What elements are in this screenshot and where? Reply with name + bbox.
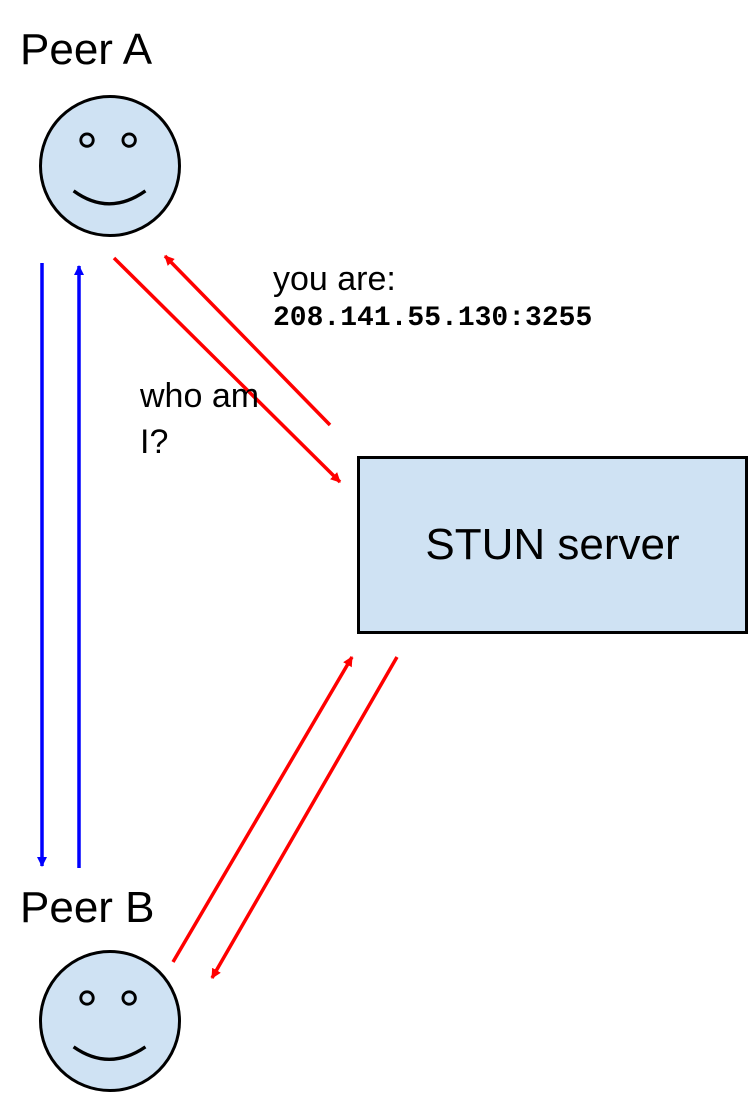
server-response-to-peer-b-arrow (210, 656, 399, 979)
peer-a-request-arrow (112, 256, 342, 484)
peer-b-request-arrow (171, 656, 354, 963)
response-message-label: you are: (273, 260, 396, 298)
public-address-value: 208.141.55.130:3255 (273, 303, 593, 334)
stun-server-box: STUN server (357, 456, 748, 634)
stun-server-label: STUN server (425, 520, 680, 569)
peer-b-smiley-face-icon (39, 950, 181, 1092)
server-response-to-peer-a-arrow (163, 254, 332, 427)
peer-a-label: Peer A (20, 25, 153, 74)
peer-a-smiley-face-icon (39, 95, 181, 237)
request-message-label: who am I? (140, 377, 260, 461)
peer-b-label: Peer B (20, 883, 155, 932)
